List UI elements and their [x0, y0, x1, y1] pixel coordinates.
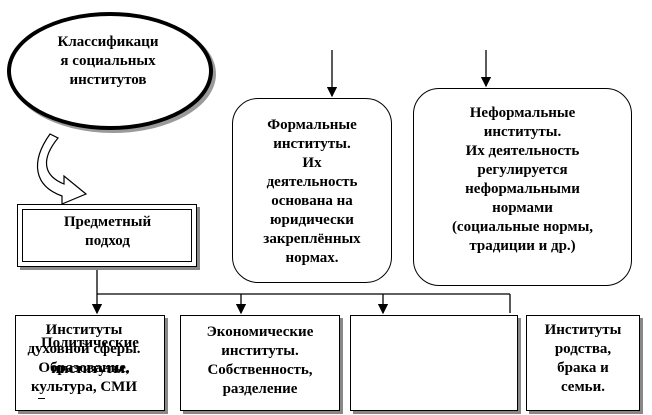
subject-approach-box [17, 204, 197, 267]
informal-institutions-box [413, 88, 632, 286]
spiritual-institutions-label: Институты духовной сферы. Образование, к… [27, 322, 141, 395]
political-box-dash [38, 398, 45, 399]
subject-approach-label: Предметный подход [63, 214, 152, 249]
formal-institutions-box [232, 98, 392, 283]
classification-ellipse [7, 12, 213, 130]
kinship-institutions-label: Институты родства, брака и семьи. [544, 322, 622, 395]
spiritual-institutions-box [350, 315, 518, 411]
subject-approach-inner-frame [22, 209, 192, 262]
kinship-institutions-box [526, 315, 640, 411]
political-institutions-box [15, 315, 165, 411]
economic-institutions-box [180, 315, 340, 411]
informal-institutions-label: Неформальные институты. Их деятельность … [451, 105, 594, 254]
curved-arrow [36, 133, 88, 205]
political-institutions-label: Политические институты. [41, 335, 139, 377]
formal-institutions-label: Формальные институты. Их деятельность ос… [263, 117, 361, 266]
economic-institutions-label: Экономические институты. Собственность, … [206, 324, 314, 397]
classification-label: Классификаци я социальных институтов [57, 34, 159, 88]
